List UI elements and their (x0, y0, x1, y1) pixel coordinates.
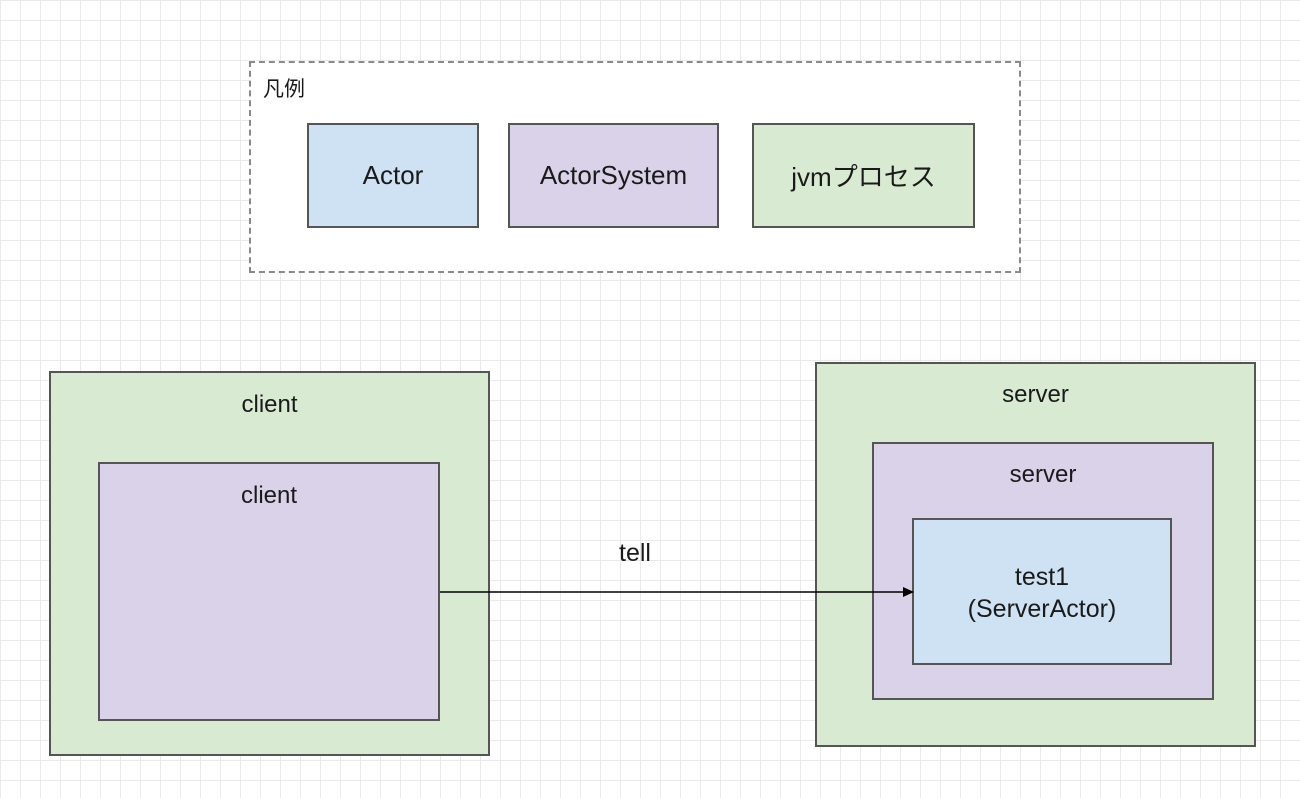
server-actor-class: (ServerActor) (967, 595, 1117, 623)
client-actor-system: client (98, 462, 440, 721)
legend-title: 凡例 (263, 77, 305, 101)
legend-actor-system-label: ActorSystem (539, 160, 688, 190)
legend-jvm-process-label: jvmプロセス (791, 162, 936, 192)
server-system-label: server (1009, 461, 1077, 488)
legend-actor-label: Actor (362, 160, 424, 190)
client-system-label: client (240, 482, 298, 509)
legend-actor-system-swatch: ActorSystem (508, 123, 719, 228)
server-actor-label: test1 (ServerActor) (914, 561, 1170, 625)
server-actor-test1: test1 (ServerActor) (912, 518, 1172, 665)
legend-actor-swatch: Actor (307, 123, 479, 228)
client-process-label: client (241, 391, 298, 418)
tell-label: tell (619, 539, 651, 567)
server-process-label: server (1002, 381, 1069, 408)
legend-jvm-process-swatch: jvmプロセス (752, 123, 975, 228)
server-actor-name: test1 (1014, 563, 1070, 591)
